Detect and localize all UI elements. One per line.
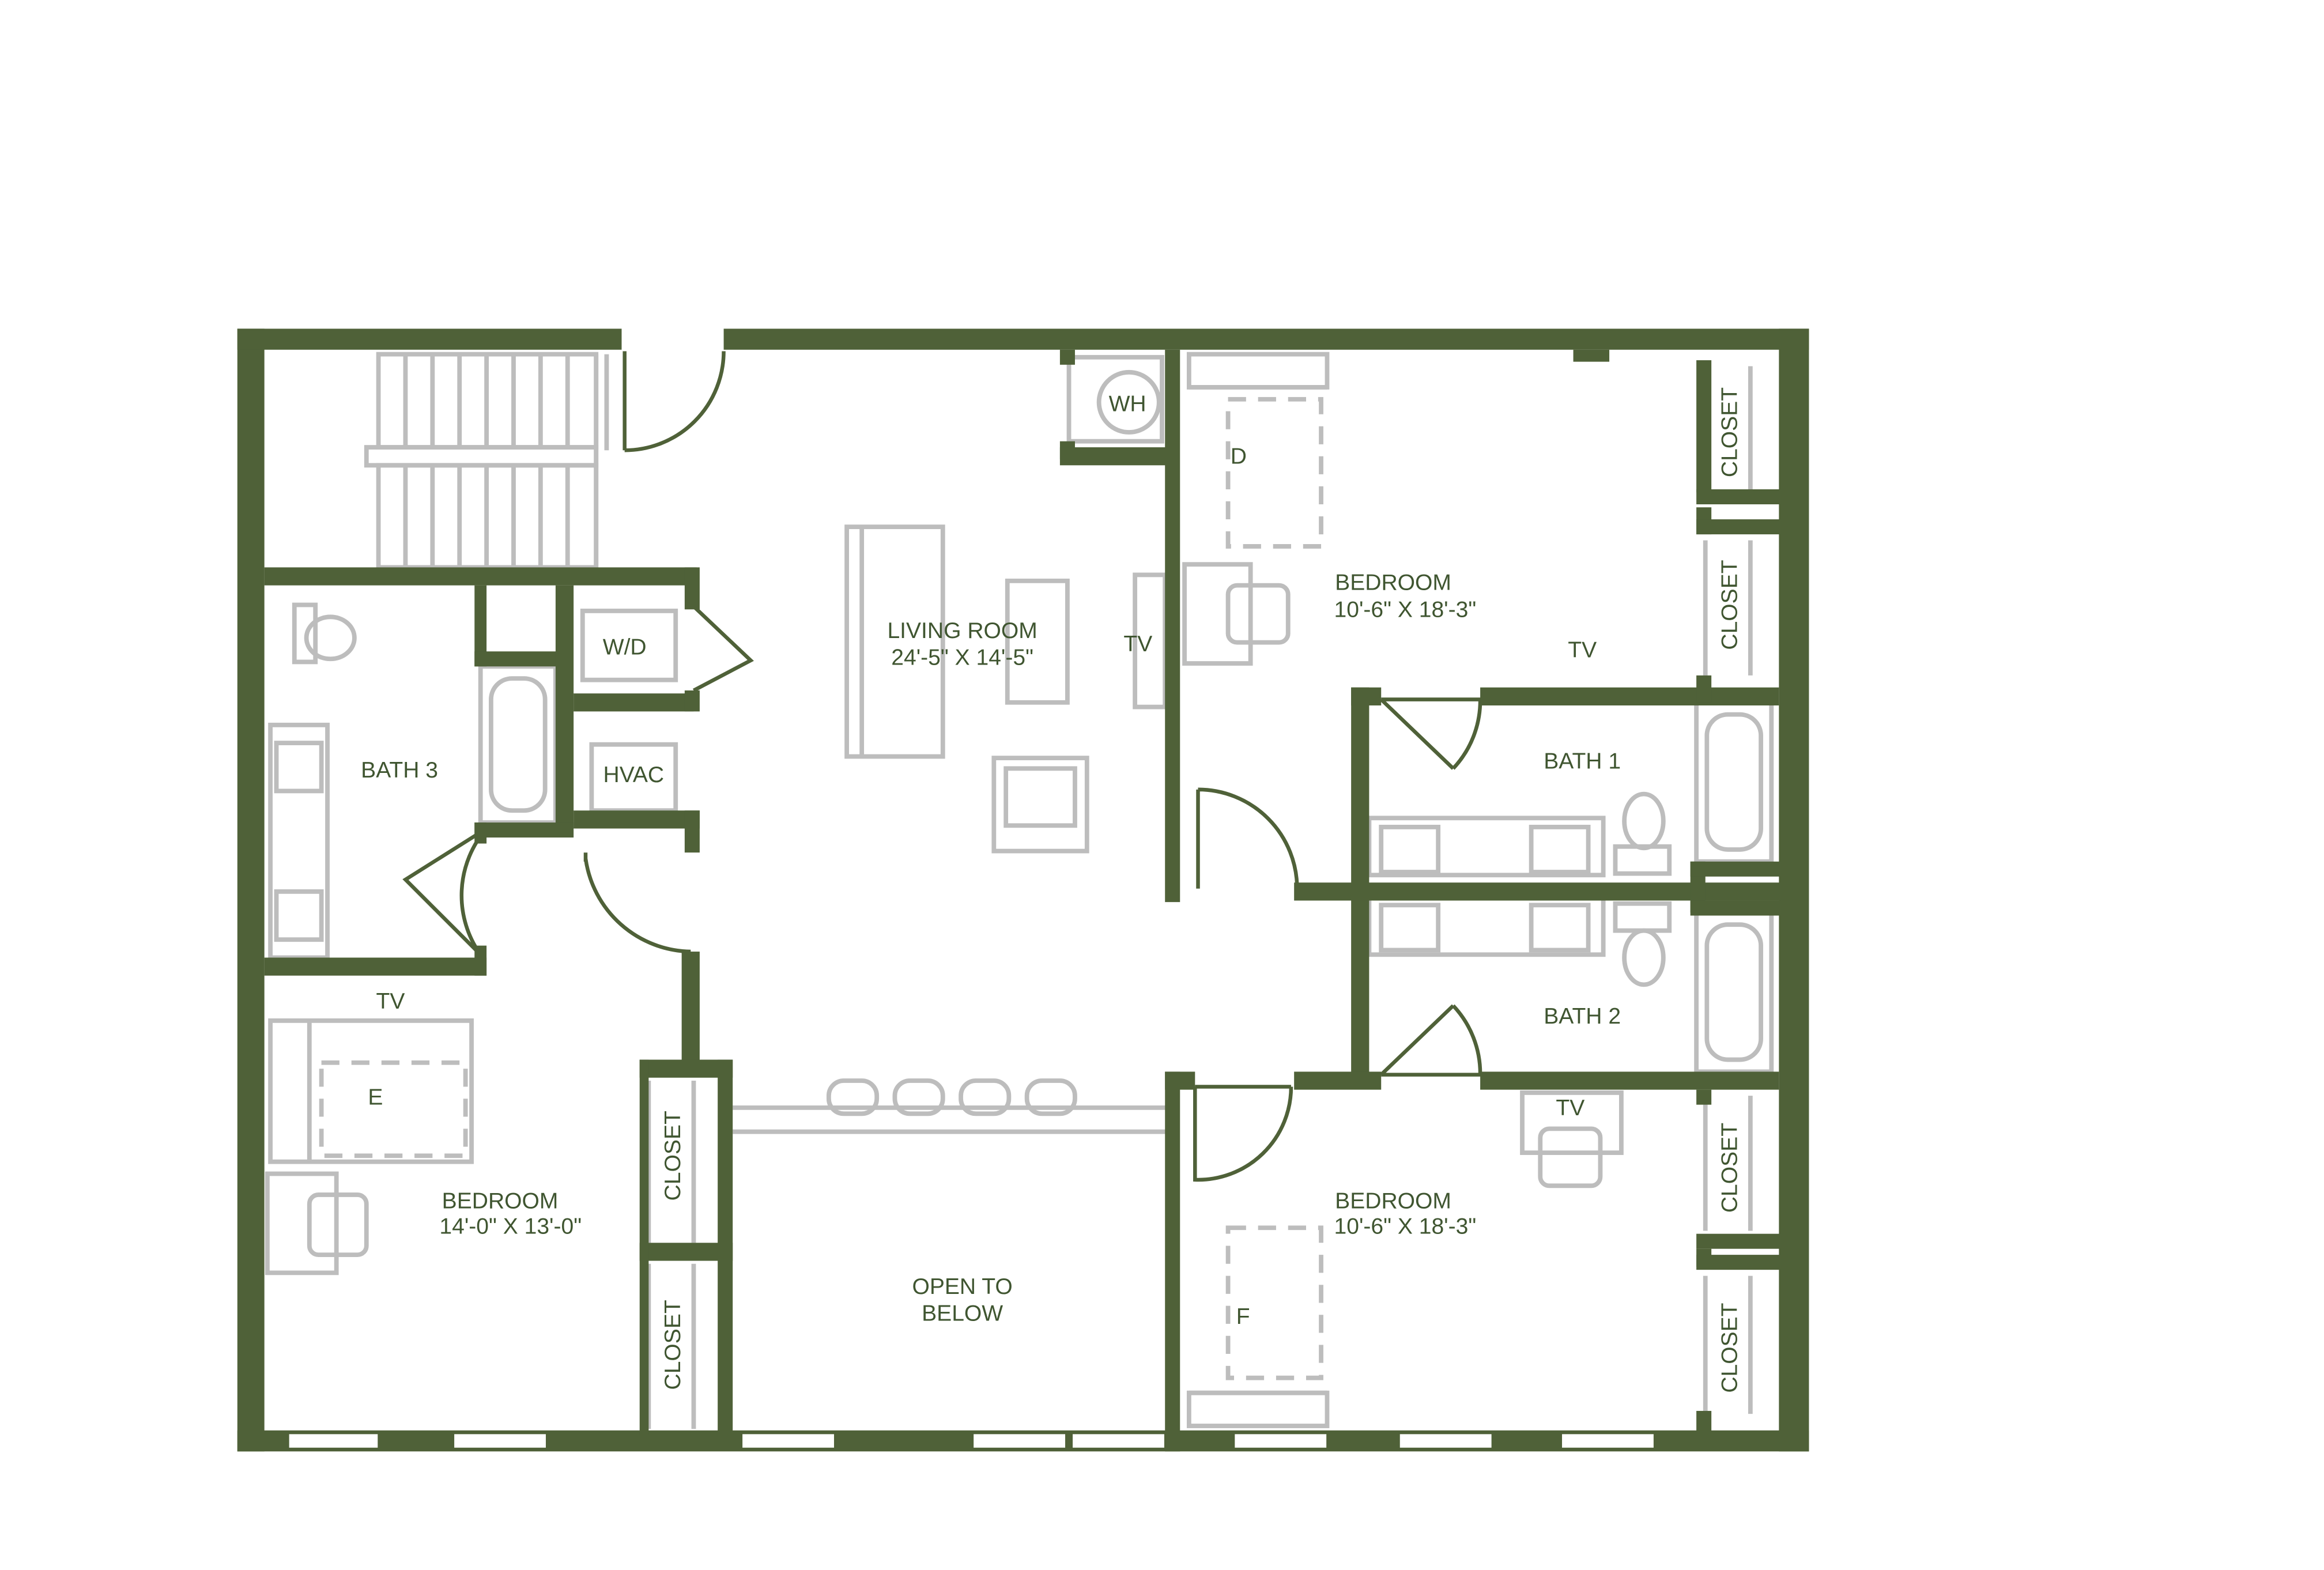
bedroom-e-dims: 14'-0" X 13'-0" [439, 1214, 582, 1239]
bedroom-d-tv-label: TV [1568, 638, 1597, 663]
bedroom-f-door [1193, 1085, 1293, 1182]
bedroom-d-dims: 10'-6" X 18'-3" [1334, 597, 1477, 622]
bedroom-e-door [583, 852, 691, 954]
hvac-label: HVAC [603, 763, 665, 787]
staircase [364, 352, 609, 570]
closet-label-f-upper: CLOSET [1717, 1123, 1742, 1213]
bedroom-f-name: BEDROOM [1335, 1188, 1451, 1213]
bar-stool [959, 1078, 1012, 1116]
closet-label-d-upper: CLOSET [1717, 387, 1742, 477]
bath3-door [402, 826, 488, 956]
bath1-door [1379, 697, 1482, 770]
living-room-dims: 24'-5" X 14'-5" [891, 646, 1033, 670]
chair [1225, 583, 1291, 645]
entry-door [622, 351, 726, 452]
desk [265, 1171, 339, 1275]
armchair [991, 756, 1089, 854]
bedroom-d-name: BEDROOM [1335, 570, 1451, 595]
bath2-label: BATH 2 [1544, 1004, 1621, 1029]
labels: LIVING ROOM 24'-5" X 14'-5" TV WH W/D HV… [361, 387, 1742, 1393]
bar-stool [1024, 1078, 1077, 1116]
coffee-table [1005, 578, 1070, 705]
walls [237, 329, 1809, 1452]
toilet [292, 602, 318, 665]
open-to-below-line2: BELOW [922, 1301, 1003, 1326]
closet-label-e-lower: CLOSET [661, 1300, 685, 1390]
chair [307, 1192, 369, 1258]
bedroom-d-letter: D [1231, 444, 1247, 469]
closet-label-f-lower: CLOSET [1717, 1303, 1742, 1392]
closet-label-d-lower: CLOSET [1717, 560, 1742, 650]
wd-label: W/D [603, 635, 647, 659]
wh-label: WH [1109, 392, 1146, 417]
water-heater [1096, 369, 1161, 435]
closet-label-e-upper: CLOSET [661, 1111, 685, 1201]
living-tv-label: TV [1123, 632, 1152, 656]
bedroom-f-letter: F [1236, 1304, 1250, 1329]
desk [1520, 1090, 1624, 1155]
bedroom-d-door [1196, 787, 1299, 889]
bedroom-f-tv-label: TV [1556, 1096, 1584, 1120]
bedroom-e-tv-label: TV [376, 989, 405, 1014]
bedroom-e-letter: E [368, 1085, 383, 1110]
doors [402, 351, 1482, 1182]
bar-stool [826, 1078, 880, 1116]
wd-door [692, 605, 754, 692]
sofa [844, 524, 945, 759]
bath1-label: BATH 1 [1544, 749, 1621, 773]
bedroom-e-name: BEDROOM [442, 1188, 559, 1213]
desk [1182, 562, 1253, 666]
bed [1186, 352, 1330, 390]
toilet [1622, 791, 1666, 851]
bath3-label: BATH 3 [361, 758, 438, 783]
bar-stool [892, 1078, 945, 1116]
bath2-door [1379, 1004, 1482, 1077]
living-room-name: LIVING ROOM [887, 618, 1037, 643]
vanity [1367, 816, 1606, 878]
bed [268, 1018, 474, 1164]
bedroom-f-dims: 10'-6" X 18'-3" [1334, 1214, 1477, 1239]
toilet [1622, 928, 1666, 987]
bed [1186, 1390, 1330, 1428]
vanity [268, 722, 330, 960]
chair [1538, 1126, 1603, 1188]
open-to-below-line1: OPEN TO [912, 1274, 1012, 1299]
